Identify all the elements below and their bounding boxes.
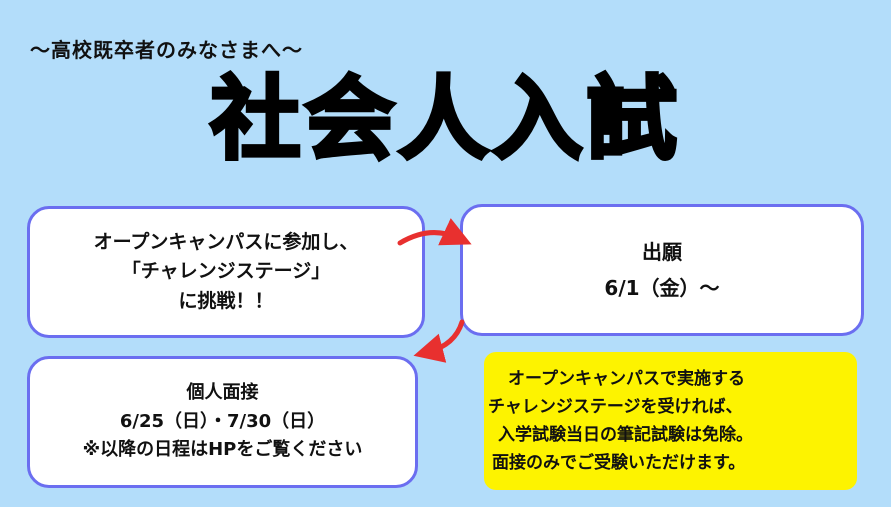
subtitle: ～高校既卒者のみなさまへ～ (30, 38, 303, 62)
interview-label: 個人面接 (186, 381, 259, 403)
application-date: 6/1（金）～ (604, 276, 720, 300)
arrow-to-application-icon (397, 218, 472, 246)
application-label: 出願 (642, 240, 682, 264)
notice-line: 入学試験当日の筆記試験は免除。 (498, 425, 753, 445)
notice-line: チャレンジステージを受ければ、 (488, 396, 743, 417)
interview-dates: 6/25（日）・7/30（日） (119, 410, 326, 432)
notice-line: 面接のみでご受験いただけます。 (492, 453, 746, 474)
application-step-box: 出願 6/1（金）～ (460, 204, 864, 336)
arrow-to-interview-icon (413, 319, 465, 363)
open-campus-step-box: オープンキャンパスに参加し、 「チャレンジステージ」 に挑戦！！ (27, 206, 425, 338)
open-campus-line: オープンキャンパスに参加し、 (93, 230, 359, 253)
open-campus-line: に挑戦！！ (178, 289, 274, 312)
exemption-notice: オープンキャンパスで実施する チャレンジステージを受ければ、 入学試験当日の筆記… (484, 352, 857, 490)
interview-note: ※以降の日程はHPをご覧ください (82, 439, 363, 461)
open-campus-line: 「チャレンジステージ」 (121, 260, 331, 283)
page-title: 社会人入試 (209, 65, 681, 174)
interview-step-box: 個人面接 6/25（日）・7/30（日） ※以降の日程はHPをご覧ください (27, 356, 418, 488)
notice-line: オープンキャンパスで実施する (508, 368, 745, 389)
